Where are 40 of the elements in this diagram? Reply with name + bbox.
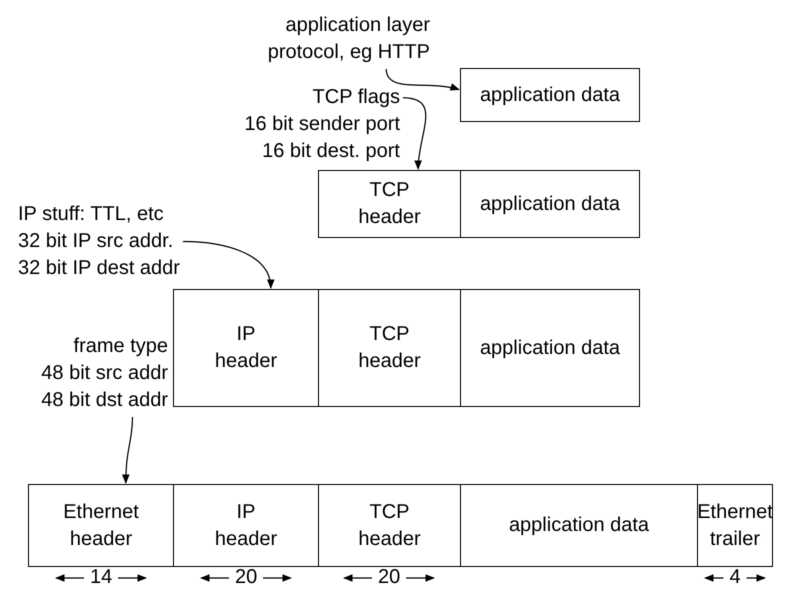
field-label: application data <box>508 513 650 538</box>
header-field-box <box>697 484 773 567</box>
annotation-text: 16 bit dest. port <box>261 139 400 164</box>
header-field-box <box>318 170 461 238</box>
dimension-value: 14 <box>90 566 112 589</box>
header-field-box <box>318 484 461 567</box>
annotation-text: frame type <box>72 334 168 359</box>
dimension-value: 4 <box>730 566 741 589</box>
annotation-text: 32 bit IP dest addr <box>18 256 180 281</box>
field-label: application data <box>480 192 620 216</box>
annotation-text: 32 bit IP src addr. <box>18 229 174 254</box>
header-field-box <box>460 289 640 407</box>
annotation-text: 48 bit dst addr <box>41 388 168 413</box>
field-label: TCP header <box>357 500 422 552</box>
field-label: Ethernet trailer <box>697 500 773 552</box>
field-label: IP header <box>214 500 278 552</box>
annotation-text: 16 bit sender port <box>244 112 400 137</box>
annotation-text: TCP flags <box>312 85 400 110</box>
field-label: IP header <box>214 322 278 374</box>
field-label: TCP header <box>357 178 422 230</box>
header-field-box <box>318 289 461 407</box>
header-field-box <box>173 289 319 407</box>
leader-arrow <box>182 240 274 289</box>
dimension-value: 20 <box>235 566 258 589</box>
annotation-text: application layer protocol, eg HTTP <box>266 13 430 65</box>
leader-arrow <box>402 97 426 170</box>
dimension-value: 20 <box>378 566 400 589</box>
header-field-box <box>460 170 640 238</box>
field-label: application data <box>480 336 620 360</box>
header-field-box <box>460 68 640 122</box>
field-label: Ethernet header <box>62 500 140 552</box>
header-field-box <box>460 484 698 567</box>
header-field-box <box>28 484 174 567</box>
annotation-text: 48 bit src addr <box>41 361 168 386</box>
leader-arrow <box>122 416 134 484</box>
field-label: TCP header <box>357 322 422 374</box>
field-label: application data <box>480 82 620 108</box>
leader-arrow <box>386 68 460 92</box>
annotation-text: IP stuff: TTL, etc <box>18 202 165 227</box>
header-field-box <box>173 484 319 567</box>
